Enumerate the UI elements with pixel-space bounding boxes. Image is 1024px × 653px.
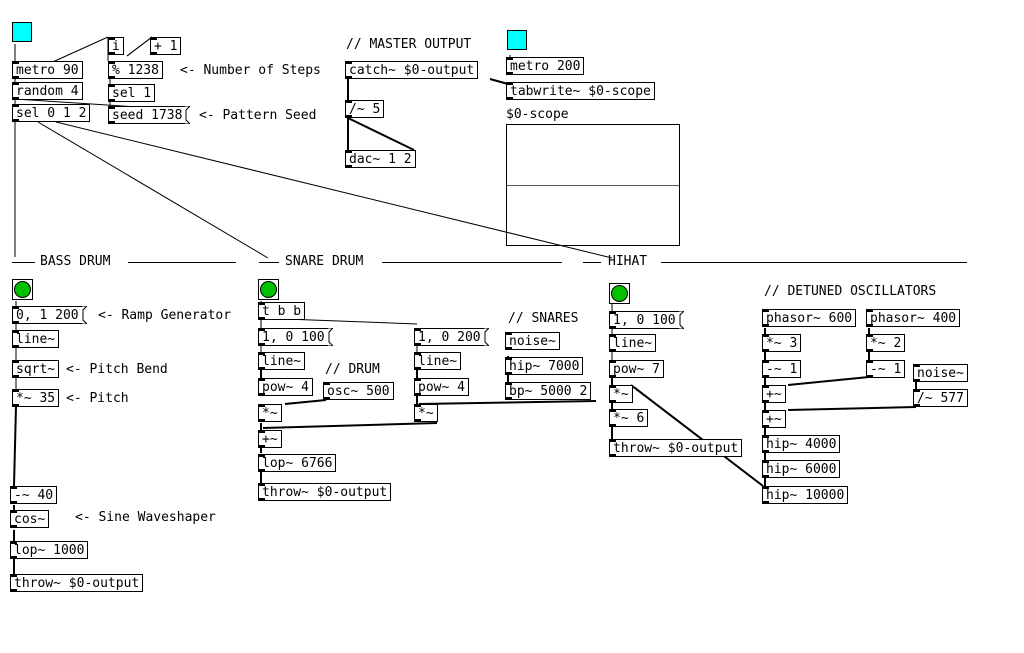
snare-drum-bang[interactable]	[258, 279, 279, 300]
seed-message-label: seed 1738	[112, 108, 183, 123]
noise-envelope-label: 1, 0 200	[418, 330, 481, 345]
osc-add-2-object[interactable]: +~	[762, 410, 786, 428]
hihat-rule-right	[661, 262, 967, 263]
detuned-oscillators-comment: // DETUNED OSCILLATORS	[764, 284, 937, 299]
scope-bang-button[interactable]	[507, 30, 527, 50]
hihat-bang[interactable]	[609, 283, 630, 304]
hip-6000-object[interactable]: hip~ 6000	[762, 460, 841, 478]
snare-add-object[interactable]: +~	[258, 430, 282, 448]
plus-1-object[interactable]: + 1	[150, 37, 182, 55]
ramp-message[interactable]: 0, 1 200	[12, 306, 87, 324]
hihat-envelope-label: 1, 0 100	[613, 313, 676, 328]
snare-envelope-label: 1, 0 100	[262, 330, 325, 345]
scope-array-graph[interactable]	[506, 124, 680, 246]
snare-throw-object[interactable]: throw~ $0-output	[258, 483, 392, 501]
bass-drum-heading: BASS DRUM	[40, 254, 111, 269]
seed-comment: <- Pattern Seed	[199, 108, 317, 123]
hip-7000-object[interactable]: hip~ 7000	[505, 357, 584, 375]
hihat-rule-left	[583, 262, 601, 263]
snare-drum-heading: SNARE DRUM	[285, 254, 364, 269]
steps-comment: <- Number of Steps	[180, 63, 321, 78]
bass-drum-bang[interactable]	[12, 279, 33, 300]
noise-mul-object[interactable]: *~	[414, 404, 438, 422]
dac-object[interactable]: dac~ 1 2	[345, 150, 416, 168]
tabwrite-scope-object[interactable]: tabwrite~ $0-scope	[506, 82, 655, 100]
random-4-object[interactable]: random 4	[12, 82, 83, 100]
lop-6766-object[interactable]: lop~ 6766	[258, 454, 337, 472]
int-object[interactable]: i	[108, 37, 124, 55]
bass-line-object[interactable]: line~	[12, 330, 60, 348]
mul-6-object[interactable]: *~ 6	[609, 409, 649, 427]
ramp-message-label: 0, 1 200	[16, 308, 79, 323]
sel-0-1-2-object[interactable]: sel 0 1 2	[12, 104, 91, 122]
bass-drum-rule-left	[12, 262, 35, 263]
seed-1738-message[interactable]: seed 1738	[108, 106, 191, 124]
phasor-600-object[interactable]: phasor~ 600	[762, 309, 857, 327]
metro-90-object[interactable]: metro 90	[12, 61, 83, 79]
snare-drum-rule-right	[382, 262, 562, 263]
hip-4000-object[interactable]: hip~ 4000	[762, 435, 841, 453]
osc-500-object[interactable]: osc~ 500	[323, 382, 394, 400]
pitch-bend-comment: <- Pitch Bend	[66, 362, 168, 377]
hihat-noise-object[interactable]: noise~	[913, 364, 968, 382]
lop-1000-object[interactable]: lop~ 1000	[10, 541, 89, 559]
ramp-comment: <- Ramp Generator	[98, 308, 232, 323]
pow-7-object[interactable]: pow~ 7	[609, 360, 664, 378]
hihat-mul-object[interactable]: *~	[609, 385, 633, 403]
sel-1-object[interactable]: sel 1	[108, 84, 156, 102]
mul-35-object[interactable]: *~ 35	[12, 389, 60, 407]
mul-3-object[interactable]: *~ 3	[762, 334, 802, 352]
mul-2-object[interactable]: *~ 2	[866, 334, 906, 352]
div-577-object[interactable]: /~ 577	[913, 389, 968, 407]
scope-array-label: $0-scope	[506, 107, 569, 122]
hihat-throw-object[interactable]: throw~ $0-output	[609, 439, 743, 457]
start-bang-button[interactable]	[12, 22, 32, 42]
hip-10000-object[interactable]: hip~ 10000	[762, 486, 849, 504]
sub-1a-object[interactable]: -~ 1	[762, 360, 802, 378]
osc-add-1-object[interactable]: +~	[762, 385, 786, 403]
snare-noise-object[interactable]: noise~	[505, 332, 560, 350]
master-output-comment: // MASTER OUTPUT	[346, 37, 472, 52]
bp-5000-object[interactable]: bp~ 5000 2	[505, 382, 592, 400]
div-5-object[interactable]: /~ 5	[345, 100, 385, 118]
sub-1b-object[interactable]: -~ 1	[866, 360, 906, 378]
waveshaper-comment: <- Sine Waveshaper	[75, 510, 216, 525]
phasor-400-object[interactable]: phasor~ 400	[866, 309, 961, 327]
cos-object[interactable]: cos~	[10, 510, 50, 528]
mod-1238-object[interactable]: % 1238	[108, 61, 163, 79]
trigger-b-b-object[interactable]: t b b	[258, 302, 306, 320]
catch-output-object[interactable]: catch~ $0-output	[345, 61, 479, 79]
snare-line-object[interactable]: line~	[258, 352, 306, 370]
hihat-heading: HIHAT	[608, 254, 648, 269]
noise-envelope-message[interactable]: 1, 0 200	[414, 328, 489, 346]
drum-comment: // DRUM	[325, 362, 380, 377]
scope-zero-line	[507, 185, 679, 186]
snares-comment: // SNARES	[508, 311, 579, 326]
bass-throw-object[interactable]: throw~ $0-output	[10, 574, 144, 592]
pow-4b-object[interactable]: pow~ 4	[414, 378, 469, 396]
hihat-line-object[interactable]: line~	[609, 334, 657, 352]
pitch-comment: <- Pitch	[66, 391, 129, 406]
noise-line-object[interactable]: line~	[414, 352, 462, 370]
metro-200-object[interactable]: metro 200	[506, 57, 585, 75]
sub-40-object[interactable]: -~ 40	[10, 486, 58, 504]
pow-4-object[interactable]: pow~ 4	[258, 378, 313, 396]
hihat-envelope-message[interactable]: 1, 0 100	[609, 311, 684, 329]
snare-drum-rule-left	[259, 262, 279, 263]
snare-mul-object[interactable]: *~	[258, 404, 282, 422]
sqrt-object[interactable]: sqrt~	[12, 360, 60, 378]
bass-drum-rule-right	[128, 262, 236, 263]
snare-envelope-message[interactable]: 1, 0 100	[258, 328, 333, 346]
